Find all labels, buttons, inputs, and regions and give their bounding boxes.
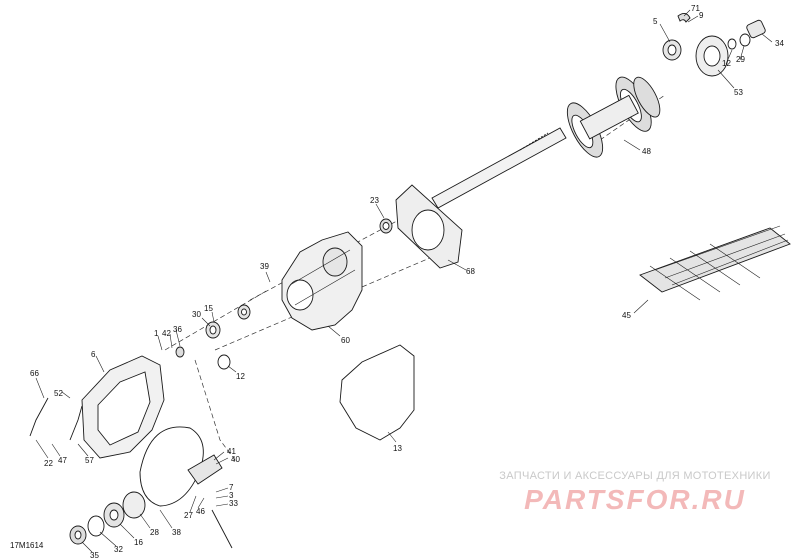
callout-33: 33 [229, 499, 238, 508]
callout-45: 45 [622, 311, 631, 320]
callout-46: 46 [196, 507, 205, 516]
callout-6: 6 [91, 350, 96, 359]
callout-48: 48 [642, 147, 651, 156]
callout-71: 71 [691, 4, 700, 13]
callout-1: 1 [154, 329, 159, 338]
callout-53: 53 [734, 88, 743, 97]
clip-71 [677, 13, 691, 23]
cap-34 [746, 19, 766, 39]
watermark-brand: PARTSFOR.RU [524, 484, 746, 515]
callout-12-mid: 12 [236, 372, 245, 381]
gasket-13 [339, 344, 415, 441]
callout-41: 41 [227, 447, 236, 456]
bracket-57 [69, 405, 83, 441]
callout-13: 13 [393, 444, 402, 453]
sprocket-16 [103, 502, 125, 528]
ring-32 [87, 515, 105, 537]
nut-35 [69, 525, 87, 545]
bearing-housing-53 [695, 35, 729, 77]
callout-16: 16 [134, 538, 143, 547]
callout-60: 60 [341, 336, 350, 345]
callout-57: 57 [85, 456, 94, 465]
ring-12-mid [217, 354, 231, 370]
bearing-5 [662, 39, 682, 61]
washer-36 [175, 346, 185, 358]
slide-plate-45 [639, 225, 791, 301]
sprocket-28 [122, 491, 146, 519]
hose-66 [29, 397, 49, 437]
callout-66: 66 [30, 369, 39, 378]
callout-7: 7 [229, 483, 234, 492]
seal-23 [379, 218, 393, 234]
callout-39: 39 [260, 262, 269, 271]
callout-34: 34 [775, 39, 784, 48]
bearing-plate-68 [395, 184, 463, 269]
callout-52: 52 [54, 389, 63, 398]
callout-15: 15 [204, 304, 213, 313]
drive-shaft-assembly [431, 76, 661, 209]
callout-68: 68 [466, 267, 475, 276]
callout-labels: 71 9 5 34 29 12 53 48 23 68 39 45 30 15 … [30, 4, 784, 560]
watermark-subtitle: ЗАПЧАСТИ И АКСЕССУАРЫ ДЛЯ МОТОТЕХНИКИ [499, 470, 771, 482]
bearing-39 [237, 304, 251, 320]
callout-42: 42 [162, 329, 171, 338]
seal-29 [739, 33, 751, 47]
diagram-code: 17M1614 [10, 541, 44, 550]
callout-35: 35 [90, 551, 99, 560]
bearing-15 [205, 321, 221, 339]
leader-lines [35, 9, 773, 553]
callout-27: 27 [184, 511, 193, 520]
callout-5: 5 [653, 17, 658, 26]
rod-33 [211, 509, 233, 549]
callout-3: 3 [229, 491, 234, 500]
callout-30: 30 [192, 310, 201, 319]
callout-23: 23 [370, 196, 379, 205]
tensioner-40 [187, 454, 223, 485]
chaincase-cover-6 [81, 355, 165, 459]
watermark: ЗАПЧАСТИ И АКСЕССУАРЫ ДЛЯ МОТОТЕХНИКИ PA… [480, 470, 790, 516]
callout-36: 36 [173, 325, 182, 334]
callout-12: 12 [722, 59, 731, 68]
ring-12-right [727, 38, 737, 50]
callout-9: 9 [699, 11, 704, 20]
callout-28: 28 [150, 528, 159, 537]
callout-32: 32 [114, 545, 123, 554]
callout-29: 29 [736, 55, 745, 64]
chaincase-housing-60 [281, 231, 363, 331]
callout-47: 47 [58, 456, 67, 465]
callout-40: 40 [231, 455, 240, 464]
callout-38: 38 [172, 528, 181, 537]
callout-22: 22 [44, 459, 53, 468]
